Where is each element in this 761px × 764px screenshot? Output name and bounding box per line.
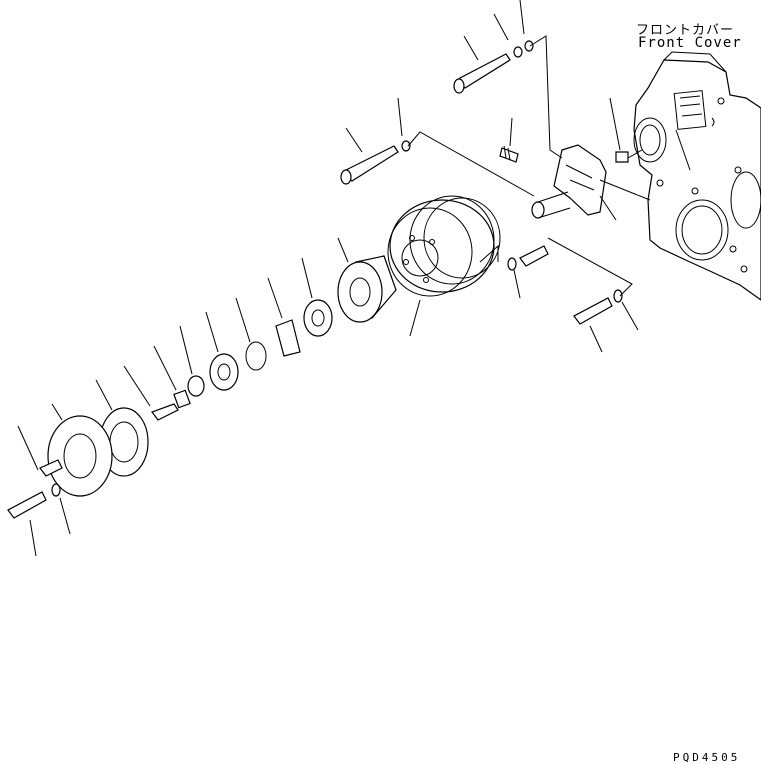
- snap-ring: [246, 342, 266, 370]
- lock-plate: [174, 390, 190, 407]
- bearing-1: [304, 300, 332, 336]
- bolt-lower-b: [8, 492, 46, 518]
- bearing-2: [210, 354, 238, 390]
- fan-bracket: [532, 145, 606, 218]
- front-cover-housing: [634, 52, 761, 300]
- front-cover-label-jp: フロントカバー: [636, 23, 735, 38]
- front-cover-label-en: Front Cover: [638, 35, 742, 51]
- leader-lines: [18, 0, 690, 556]
- bolt-right-a: [520, 246, 548, 266]
- bolt-mid-left: [341, 141, 410, 184]
- cover-plate: [48, 416, 112, 496]
- washer: [188, 376, 204, 396]
- bolt-top: [454, 41, 533, 93]
- hub: [338, 256, 396, 322]
- plug-fitting: [500, 146, 518, 162]
- bolt-right-b: [574, 298, 612, 324]
- bolt-head: [616, 152, 628, 162]
- bolt-lower-a: [40, 460, 62, 476]
- pulley: [388, 196, 500, 296]
- drawing-code: PQD4505: [673, 751, 741, 764]
- bolt-small: [152, 404, 178, 420]
- spacer-sleeve: [276, 320, 300, 356]
